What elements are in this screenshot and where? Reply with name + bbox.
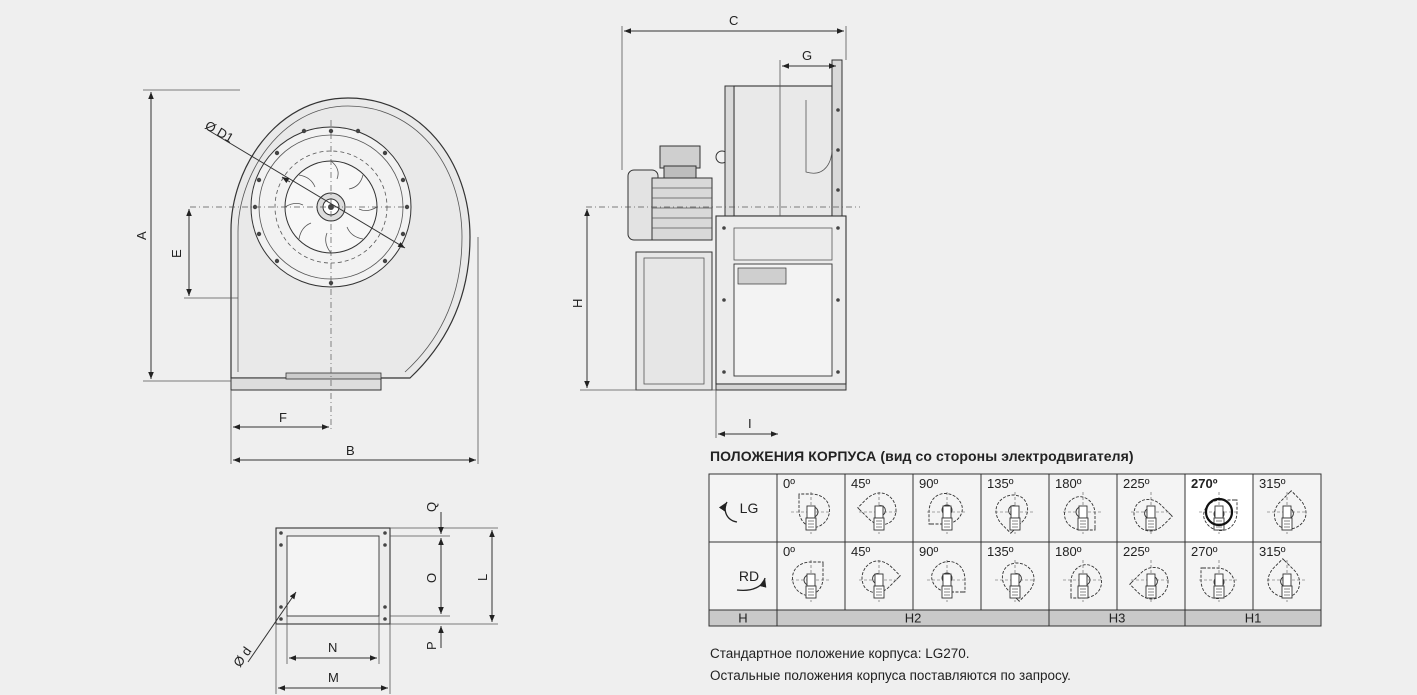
notes: Стандартное положение корпуса: LG270. Ос… [710, 643, 1071, 687]
dim-h-label: H [570, 299, 585, 308]
position-angle-label: 315º [1259, 476, 1286, 491]
positions-title: ПОЛОЖЕНИЯ КОРПУСА (вид со стороны электр… [710, 448, 1134, 464]
position-angle-label: 315º [1259, 544, 1286, 559]
housing-glyph-icon [1063, 560, 1103, 602]
housing-glyph-icon [927, 492, 967, 534]
housing-glyph-icon [995, 492, 1035, 534]
position-angle-label: 135º [987, 476, 1014, 491]
dim-i-label: I [748, 416, 752, 431]
housing-glyph-icon [1131, 492, 1173, 534]
rotate-left-icon [718, 501, 738, 523]
row-label: RD [739, 568, 759, 584]
position-angle-label: 180º [1055, 544, 1082, 559]
position-angle-label: 45º [851, 476, 870, 491]
position-angle-label: 0º [783, 476, 795, 491]
housing-glyph-icon [791, 560, 831, 602]
housing-glyph-icon [857, 492, 899, 534]
position-angle-label: 90º [919, 476, 938, 491]
housing-glyph-icon [1199, 560, 1239, 602]
front-view: Ø D1 A E F B [134, 89, 479, 464]
note-other-positions: Остальные положения корпуса поставляются… [710, 668, 1071, 683]
position-angle-label: 225º [1123, 544, 1150, 559]
dim-a-label: A [134, 231, 149, 240]
dim-g-label: G [802, 48, 812, 63]
footer-label: H3 [1109, 611, 1126, 626]
housing-glyph-icon [791, 492, 831, 534]
dim-q-label: Q [424, 502, 439, 512]
side-view: C G H I [570, 13, 860, 438]
dim-b-label: B [346, 443, 355, 458]
housing-glyph-icon [859, 560, 901, 602]
dim-p-label: P [424, 641, 439, 650]
note-standard-position: Стандартное положение корпуса: LG270. [710, 646, 970, 661]
rotate-right-icon [736, 577, 767, 592]
dim-f-label: F [279, 410, 287, 425]
housing-glyph-icon [1063, 492, 1103, 534]
position-angle-label: 180º [1055, 476, 1082, 491]
dim-c-label: C [729, 13, 738, 28]
position-angle-label: 45º [851, 544, 870, 559]
dim-d1-label: Ø D1 [203, 118, 237, 146]
position-angle-label: 135º [987, 544, 1014, 559]
position-angle-label: 0º [783, 544, 795, 559]
dim-m-label: M [328, 670, 339, 685]
dim-e-label: E [169, 249, 184, 258]
housing-glyph-icon [1129, 560, 1171, 602]
position-angle-label: 270º [1191, 476, 1218, 491]
dim-n-label: N [328, 640, 337, 655]
housing-glyph-icon [927, 560, 967, 602]
position-angle-label: 90º [919, 544, 938, 559]
position-angle-label: 225º [1123, 476, 1150, 491]
housing-glyph-icon [995, 560, 1035, 602]
row-label-cell [708, 541, 778, 611]
standard-position-marker [1204, 497, 1234, 527]
housing-glyph-icon [1267, 558, 1307, 602]
row-label: LG [740, 500, 759, 516]
dim-d-label: Ø d [230, 644, 254, 670]
dim-o-label: O [424, 573, 439, 583]
footer-label: H2 [905, 611, 922, 626]
footer-label: H1 [1245, 611, 1262, 626]
position-angle-label: 270º [1191, 544, 1218, 559]
footer-label: H [738, 611, 747, 626]
dim-l-label: L [475, 574, 490, 581]
housing-glyph-icon [1267, 490, 1307, 534]
flange-view: Ø d N M Q O P L [230, 502, 498, 694]
footer-cell [1184, 609, 1322, 627]
